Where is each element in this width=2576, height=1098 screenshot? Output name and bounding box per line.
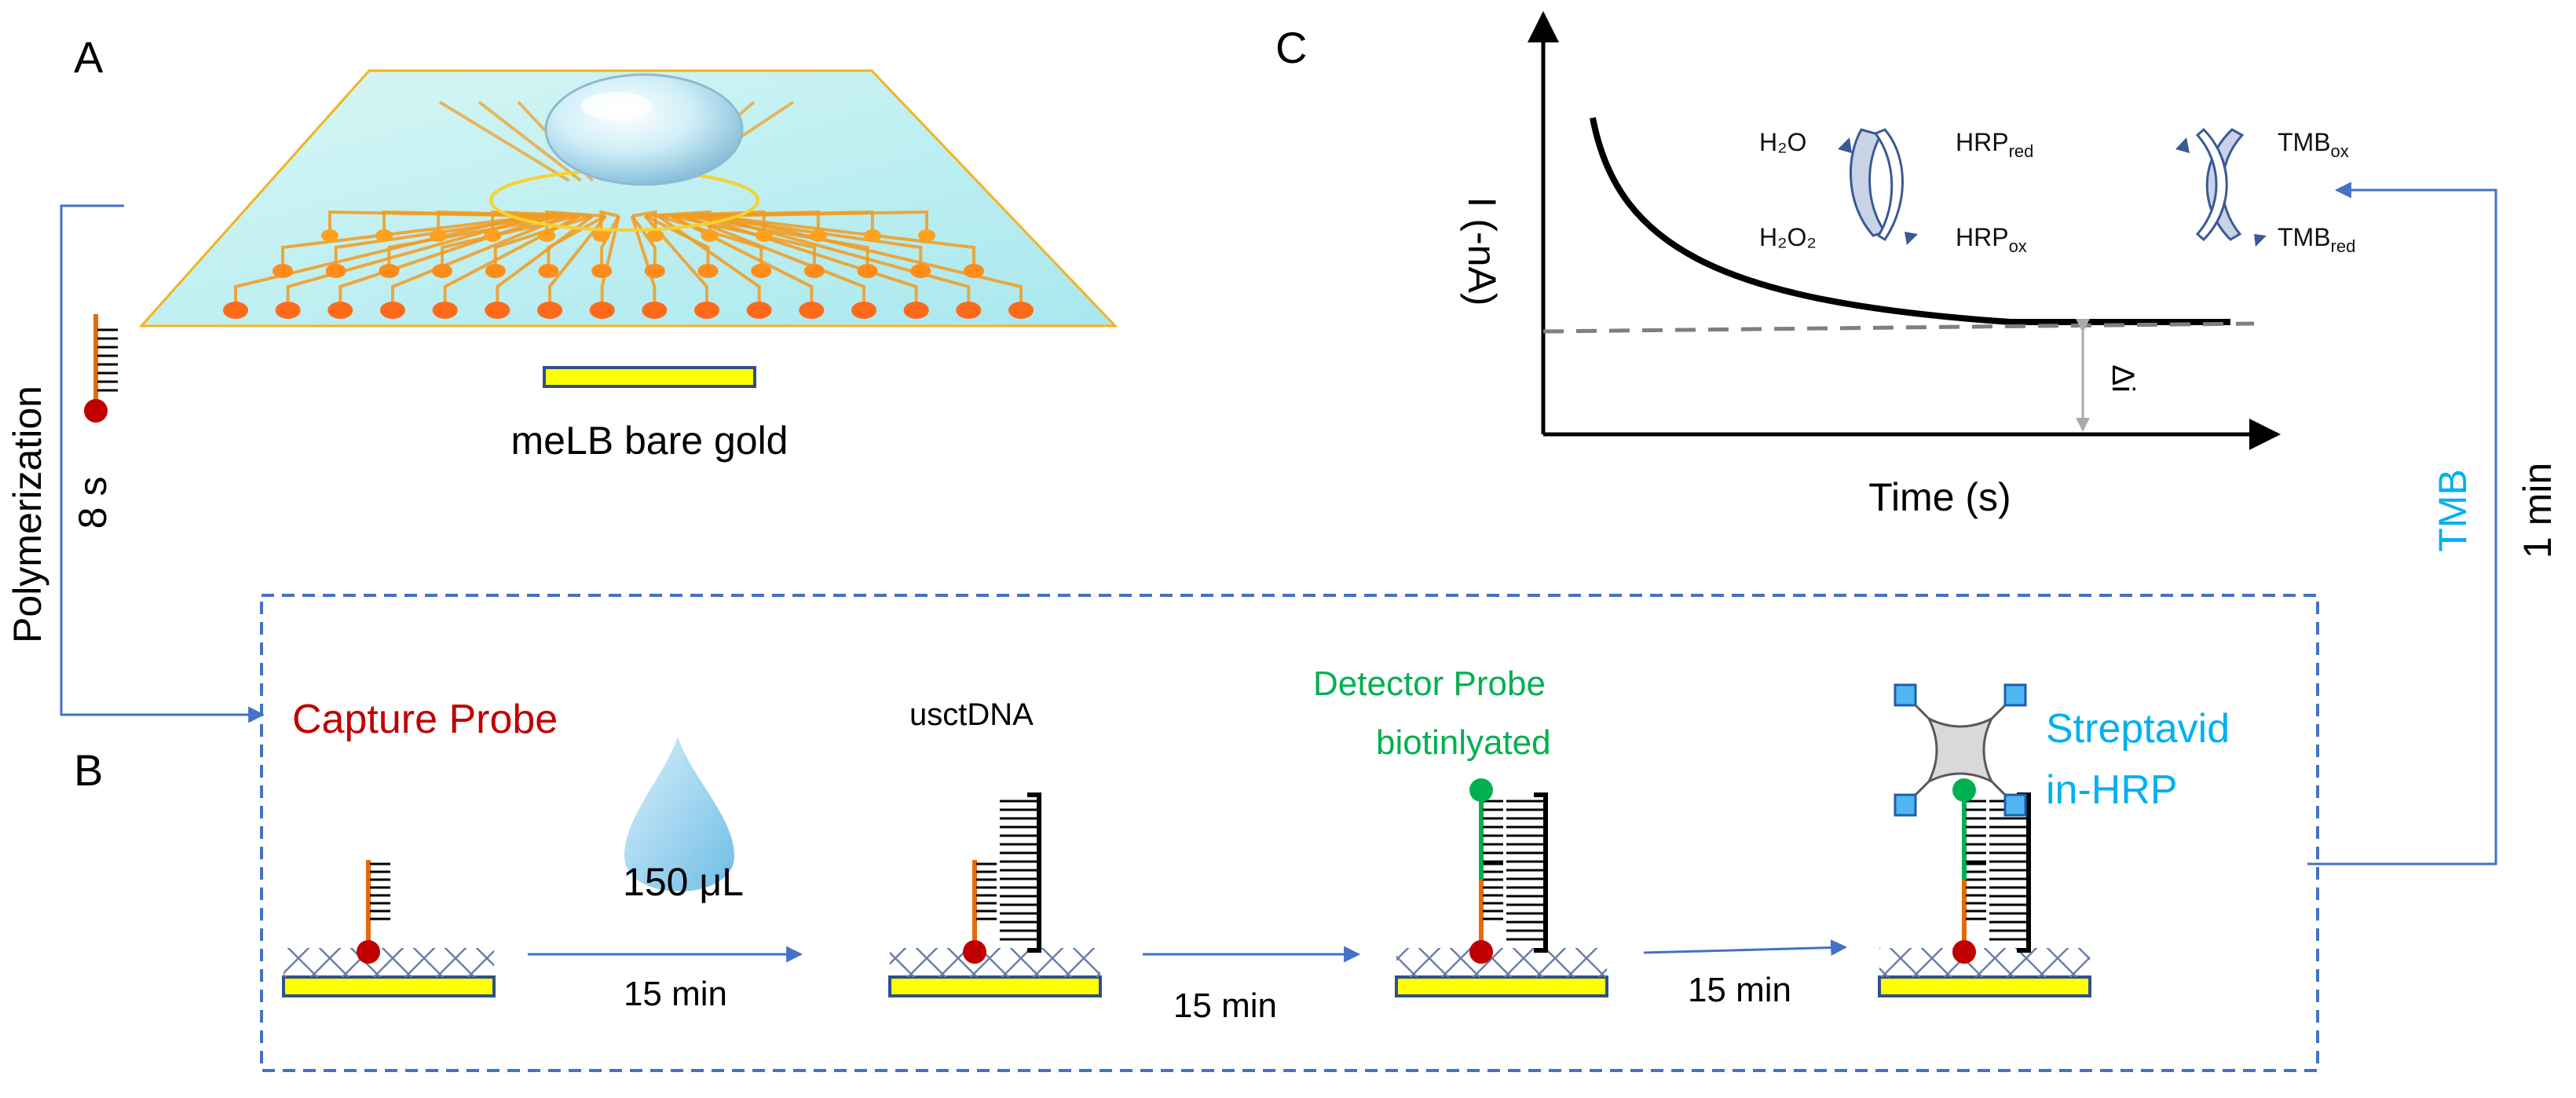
capture-probe-label: Capture Probe bbox=[292, 697, 558, 742]
cycle-arc-right-2 bbox=[2195, 127, 2228, 242]
chem-tmb-ox: TMBox bbox=[2278, 128, 2349, 161]
chem-h2o: H₂O bbox=[1759, 128, 1806, 156]
electrode-assemblies bbox=[282, 683, 2091, 997]
probe-icon-small bbox=[84, 314, 118, 423]
cycle-arc-left bbox=[1850, 128, 1887, 237]
electrode-chip bbox=[138, 69, 1118, 328]
current-decay-curve bbox=[1590, 117, 2230, 325]
polymerization-label: Polymerization bbox=[5, 386, 49, 643]
chip-pads bbox=[223, 229, 1034, 319]
detector-label-line1: Detector Probe bbox=[1313, 664, 1546, 703]
assay-steps-box bbox=[260, 594, 2319, 1072]
step-arrow-3 bbox=[1643, 939, 1848, 957]
delta-i-label: Δi bbox=[2106, 364, 2140, 393]
chem-h2o2: H₂O₂ bbox=[1759, 223, 1817, 251]
step1-time: 15 min bbox=[624, 975, 727, 1013]
x-axis-label: Time (s) bbox=[1868, 475, 2011, 519]
sample-droplet bbox=[544, 73, 744, 186]
y-axis-label: I (-nA) bbox=[1460, 197, 1504, 306]
chem-tmb-red: TMBred bbox=[2278, 223, 2355, 256]
step3-time: 15 min bbox=[1688, 971, 1791, 1009]
chip-label: meLB bare gold bbox=[510, 419, 788, 463]
panel-label-b: B bbox=[74, 745, 103, 795]
droplet-icon bbox=[624, 737, 734, 891]
polymerization-time: 8 s bbox=[71, 477, 115, 529]
current-plot: I (-nA) Time (s) Δi bbox=[1460, 11, 2281, 519]
tmb-arrow bbox=[2307, 181, 2497, 866]
polymerization-arrow bbox=[60, 204, 265, 723]
volume-label: 150 μL bbox=[623, 860, 744, 904]
panel-label-c: C bbox=[1275, 23, 1307, 72]
step2-time: 15 min bbox=[1173, 986, 1277, 1025]
tmb-time: 1 min bbox=[2516, 463, 2560, 558]
redox-cycle: H₂O H₂O₂ HRPred HRPox TMBox TMBred bbox=[1759, 127, 2355, 256]
cycle-arc-right bbox=[1873, 128, 1904, 242]
streptavidin-label-line1: Streptavid bbox=[2046, 706, 2230, 752]
detector-label-line2: biotinlyated bbox=[1376, 723, 1551, 762]
chem-hrp-red: HRPred bbox=[1956, 128, 2033, 161]
target-label: usctDNA bbox=[909, 697, 1034, 732]
baseline-dashed bbox=[1542, 321, 2255, 334]
chem-hrp-ox: HRPox bbox=[1956, 223, 2027, 256]
streptavidin-label-line2: in-HRP bbox=[2046, 767, 2178, 813]
panel-label-a: A bbox=[74, 32, 104, 82]
bare-gold-electrode bbox=[543, 366, 756, 388]
tmb-label: TMB bbox=[2431, 469, 2475, 552]
